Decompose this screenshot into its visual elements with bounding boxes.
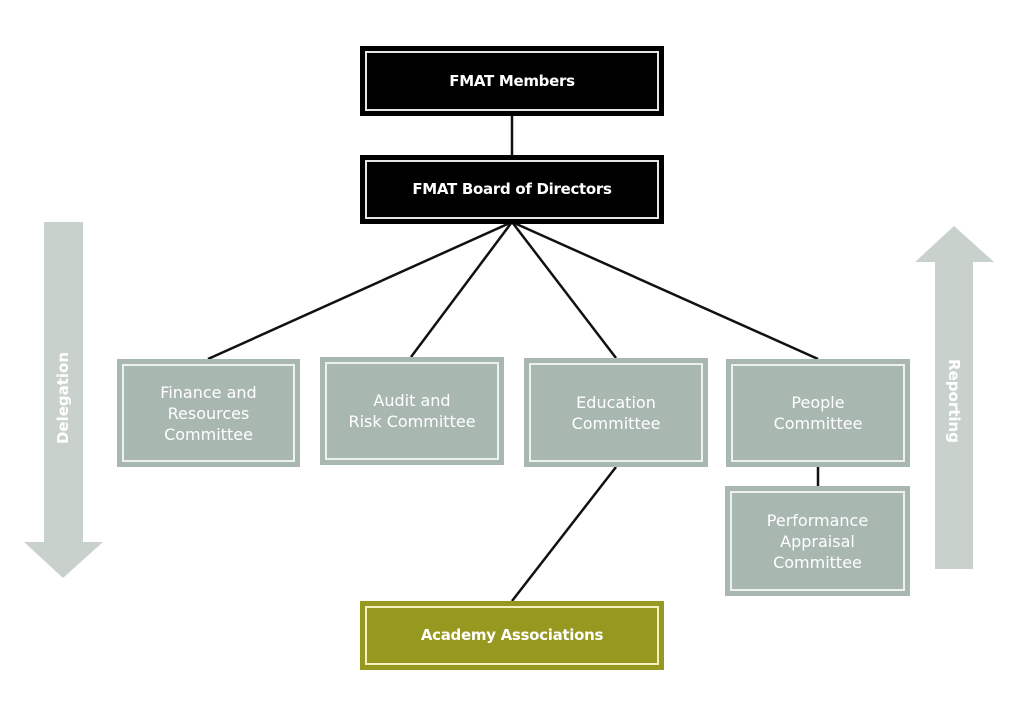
node-finance-committee: Finance and Resources Committee [117, 359, 300, 467]
connector-board-audit [409, 221, 514, 358]
connector-board-education [511, 221, 617, 359]
connector-education-academy [511, 466, 617, 602]
delegation-label: Delegation [54, 351, 72, 445]
node-label: Education Committee [571, 392, 661, 433]
node-label: FMAT Members [449, 71, 575, 90]
node-label: Performance Appraisal Committee [766, 510, 869, 572]
delegation-arrow-icon [24, 222, 103, 578]
reporting-label: Reporting [945, 359, 963, 443]
node-label: Audit and Risk Committee [348, 391, 476, 431]
node-performance-appraisal-committee: Performance Appraisal Committee [725, 486, 910, 596]
node-board-of-directors: FMAT Board of Directors [360, 155, 664, 224]
node-label: People Committee [773, 393, 863, 433]
node-people-committee: People Committee [726, 359, 910, 467]
node-label: FMAT Board of Directors [412, 180, 612, 198]
reporting-arrow-icon [915, 226, 994, 569]
connector-board-people [511, 220, 819, 361]
node-academy-associations: Academy Associations [360, 601, 664, 670]
node-label: Academy Associations [420, 626, 604, 644]
node-fmat-members: FMAT Members [360, 46, 664, 116]
node-label: Finance and Resources Committee [160, 382, 257, 444]
connector-board-finance [207, 220, 513, 361]
node-education-committee: Education Committee [524, 358, 708, 467]
node-audit-committee: Audit and Risk Committee [320, 357, 504, 465]
